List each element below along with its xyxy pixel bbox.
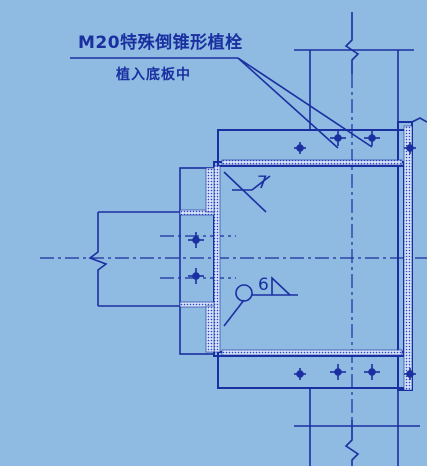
right-end-plate	[397, 117, 427, 391]
upper-column	[294, 12, 414, 130]
bolt-top-1	[330, 130, 346, 146]
weld-size-upper: 7	[257, 173, 268, 193]
weld-symbol-upper	[223, 171, 271, 213]
bolt-beam-lower	[188, 268, 204, 284]
bolt-top-right	[404, 142, 416, 154]
bolt-top-left	[294, 142, 306, 154]
bolt-top-2	[364, 130, 380, 146]
bolt-bottom-left	[294, 368, 306, 380]
weld-symbol-lower	[223, 276, 298, 327]
left-beam	[88, 167, 215, 355]
weld-size-lower: 6	[258, 275, 269, 295]
bolts	[188, 130, 416, 380]
bolt-bottom-1	[330, 364, 346, 380]
bolt-bottom-right	[404, 368, 416, 380]
annotation-line1: M20特殊倒锥形植栓	[78, 33, 243, 53]
bolt-beam-upper	[188, 232, 204, 248]
lower-column	[294, 388, 420, 466]
central-box	[213, 161, 405, 357]
weld-hatching	[179, 125, 413, 391]
bolt-bottom-2	[364, 364, 380, 380]
annotation-leader	[70, 57, 373, 149]
bottom-flange-plate	[217, 351, 411, 389]
annotation-line2: 植入底板中	[116, 67, 191, 83]
